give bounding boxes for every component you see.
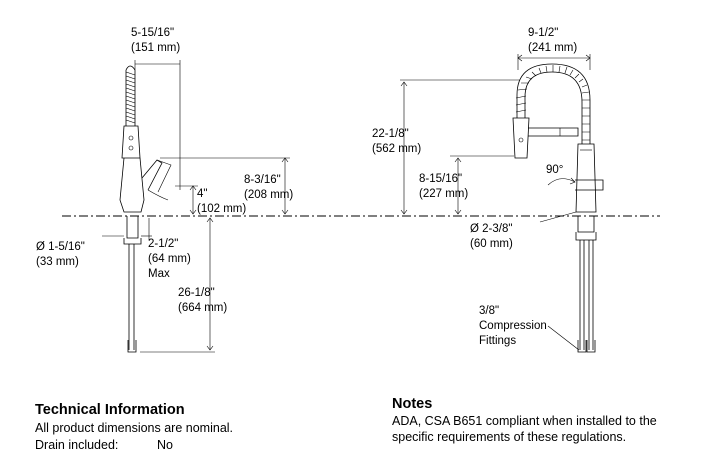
left-side-view bbox=[119, 65, 172, 353]
left-faucet-body bbox=[119, 157, 145, 213]
right-base-diameter-inches: Ø 2-3/8" bbox=[470, 223, 512, 235]
right-rotation-angle: 90° bbox=[546, 164, 563, 176]
left-handle bbox=[141, 159, 163, 191]
left-deck-max-mm: (64 mm) bbox=[148, 253, 191, 265]
notes-text: ADA, CSA B651 compliant when installed t… bbox=[392, 414, 657, 444]
left-dimension-lines bbox=[102, 60, 290, 353]
left-handle-clearance-inches: 4" bbox=[197, 188, 207, 200]
left-supply-length-inches: 26-1/8" bbox=[178, 287, 215, 299]
faucet-dimension-drawing: 5-15/16" (151 mm) 8-3/16" (208 mm) 4" (1… bbox=[36, 27, 660, 353]
left-top-width-inches: 5-15/16" bbox=[131, 27, 174, 39]
right-base-diameter-mm: (60 mm) bbox=[470, 238, 513, 250]
right-fittings-size: 3/8" bbox=[479, 305, 499, 317]
right-overall-height-mm: (562 mm) bbox=[372, 143, 421, 155]
right-faucet-body bbox=[575, 143, 597, 213]
left-supply-lines bbox=[128, 244, 135, 350]
notes-section: Notes ADA, CSA B651 compliant when insta… bbox=[392, 396, 712, 445]
technical-information-title: Technical Information bbox=[35, 402, 185, 418]
right-overall-height-inches: 22-1/8" bbox=[372, 128, 409, 140]
left-top-width-mm: (151 mm) bbox=[131, 42, 180, 54]
right-spout-height-mm: (227 mm) bbox=[419, 188, 468, 200]
right-spray-head bbox=[512, 117, 530, 159]
left-base-diameter-inches: Ø 1-5/16" bbox=[36, 241, 85, 253]
drain-label: Drain included: bbox=[35, 438, 119, 452]
technical-information: Technical Information All product dimens… bbox=[35, 402, 365, 454]
left-spring-coil bbox=[125, 65, 136, 126]
right-labels: 9-1/2" (241 mm) 22-1/8" (562 mm) 8-15/16… bbox=[372, 27, 577, 347]
right-fittings-label: Fittings bbox=[479, 335, 516, 347]
right-front-view bbox=[512, 63, 604, 353]
drain-value: No bbox=[157, 438, 173, 452]
right-top-width-inches: 9-1/2" bbox=[528, 27, 558, 39]
right-spout-height-inches: 8-15/16" bbox=[419, 173, 462, 185]
right-supply-lines bbox=[579, 240, 594, 350]
nominal-dimensions-note: All product dimensions are nominal. bbox=[35, 421, 234, 435]
left-handle-clearance-mm: (102 mm) bbox=[197, 203, 246, 215]
left-spout-height-inches: 8-3/16" bbox=[244, 174, 281, 186]
left-deck-max-inches: 2-1/2" bbox=[148, 238, 178, 250]
drain-row: Drain included: No bbox=[35, 437, 365, 454]
right-dimension-lines bbox=[400, 54, 591, 351]
notes-title: Notes bbox=[392, 396, 433, 412]
left-deck-max-label: Max bbox=[148, 268, 170, 280]
left-supply-length-mm: (664 mm) bbox=[178, 302, 227, 314]
right-fittings-type: Compression bbox=[479, 320, 547, 332]
right-spring-arch bbox=[515, 63, 591, 144]
left-spout-height-mm: (208 mm) bbox=[244, 189, 293, 201]
left-spray-head bbox=[121, 125, 141, 159]
left-base-diameter-mm: (33 mm) bbox=[36, 256, 79, 268]
right-handle bbox=[575, 179, 604, 191]
left-labels: 5-15/16" (151 mm) 8-3/16" (208 mm) 4" (1… bbox=[36, 27, 293, 314]
right-top-width-mm: (241 mm) bbox=[528, 42, 577, 54]
